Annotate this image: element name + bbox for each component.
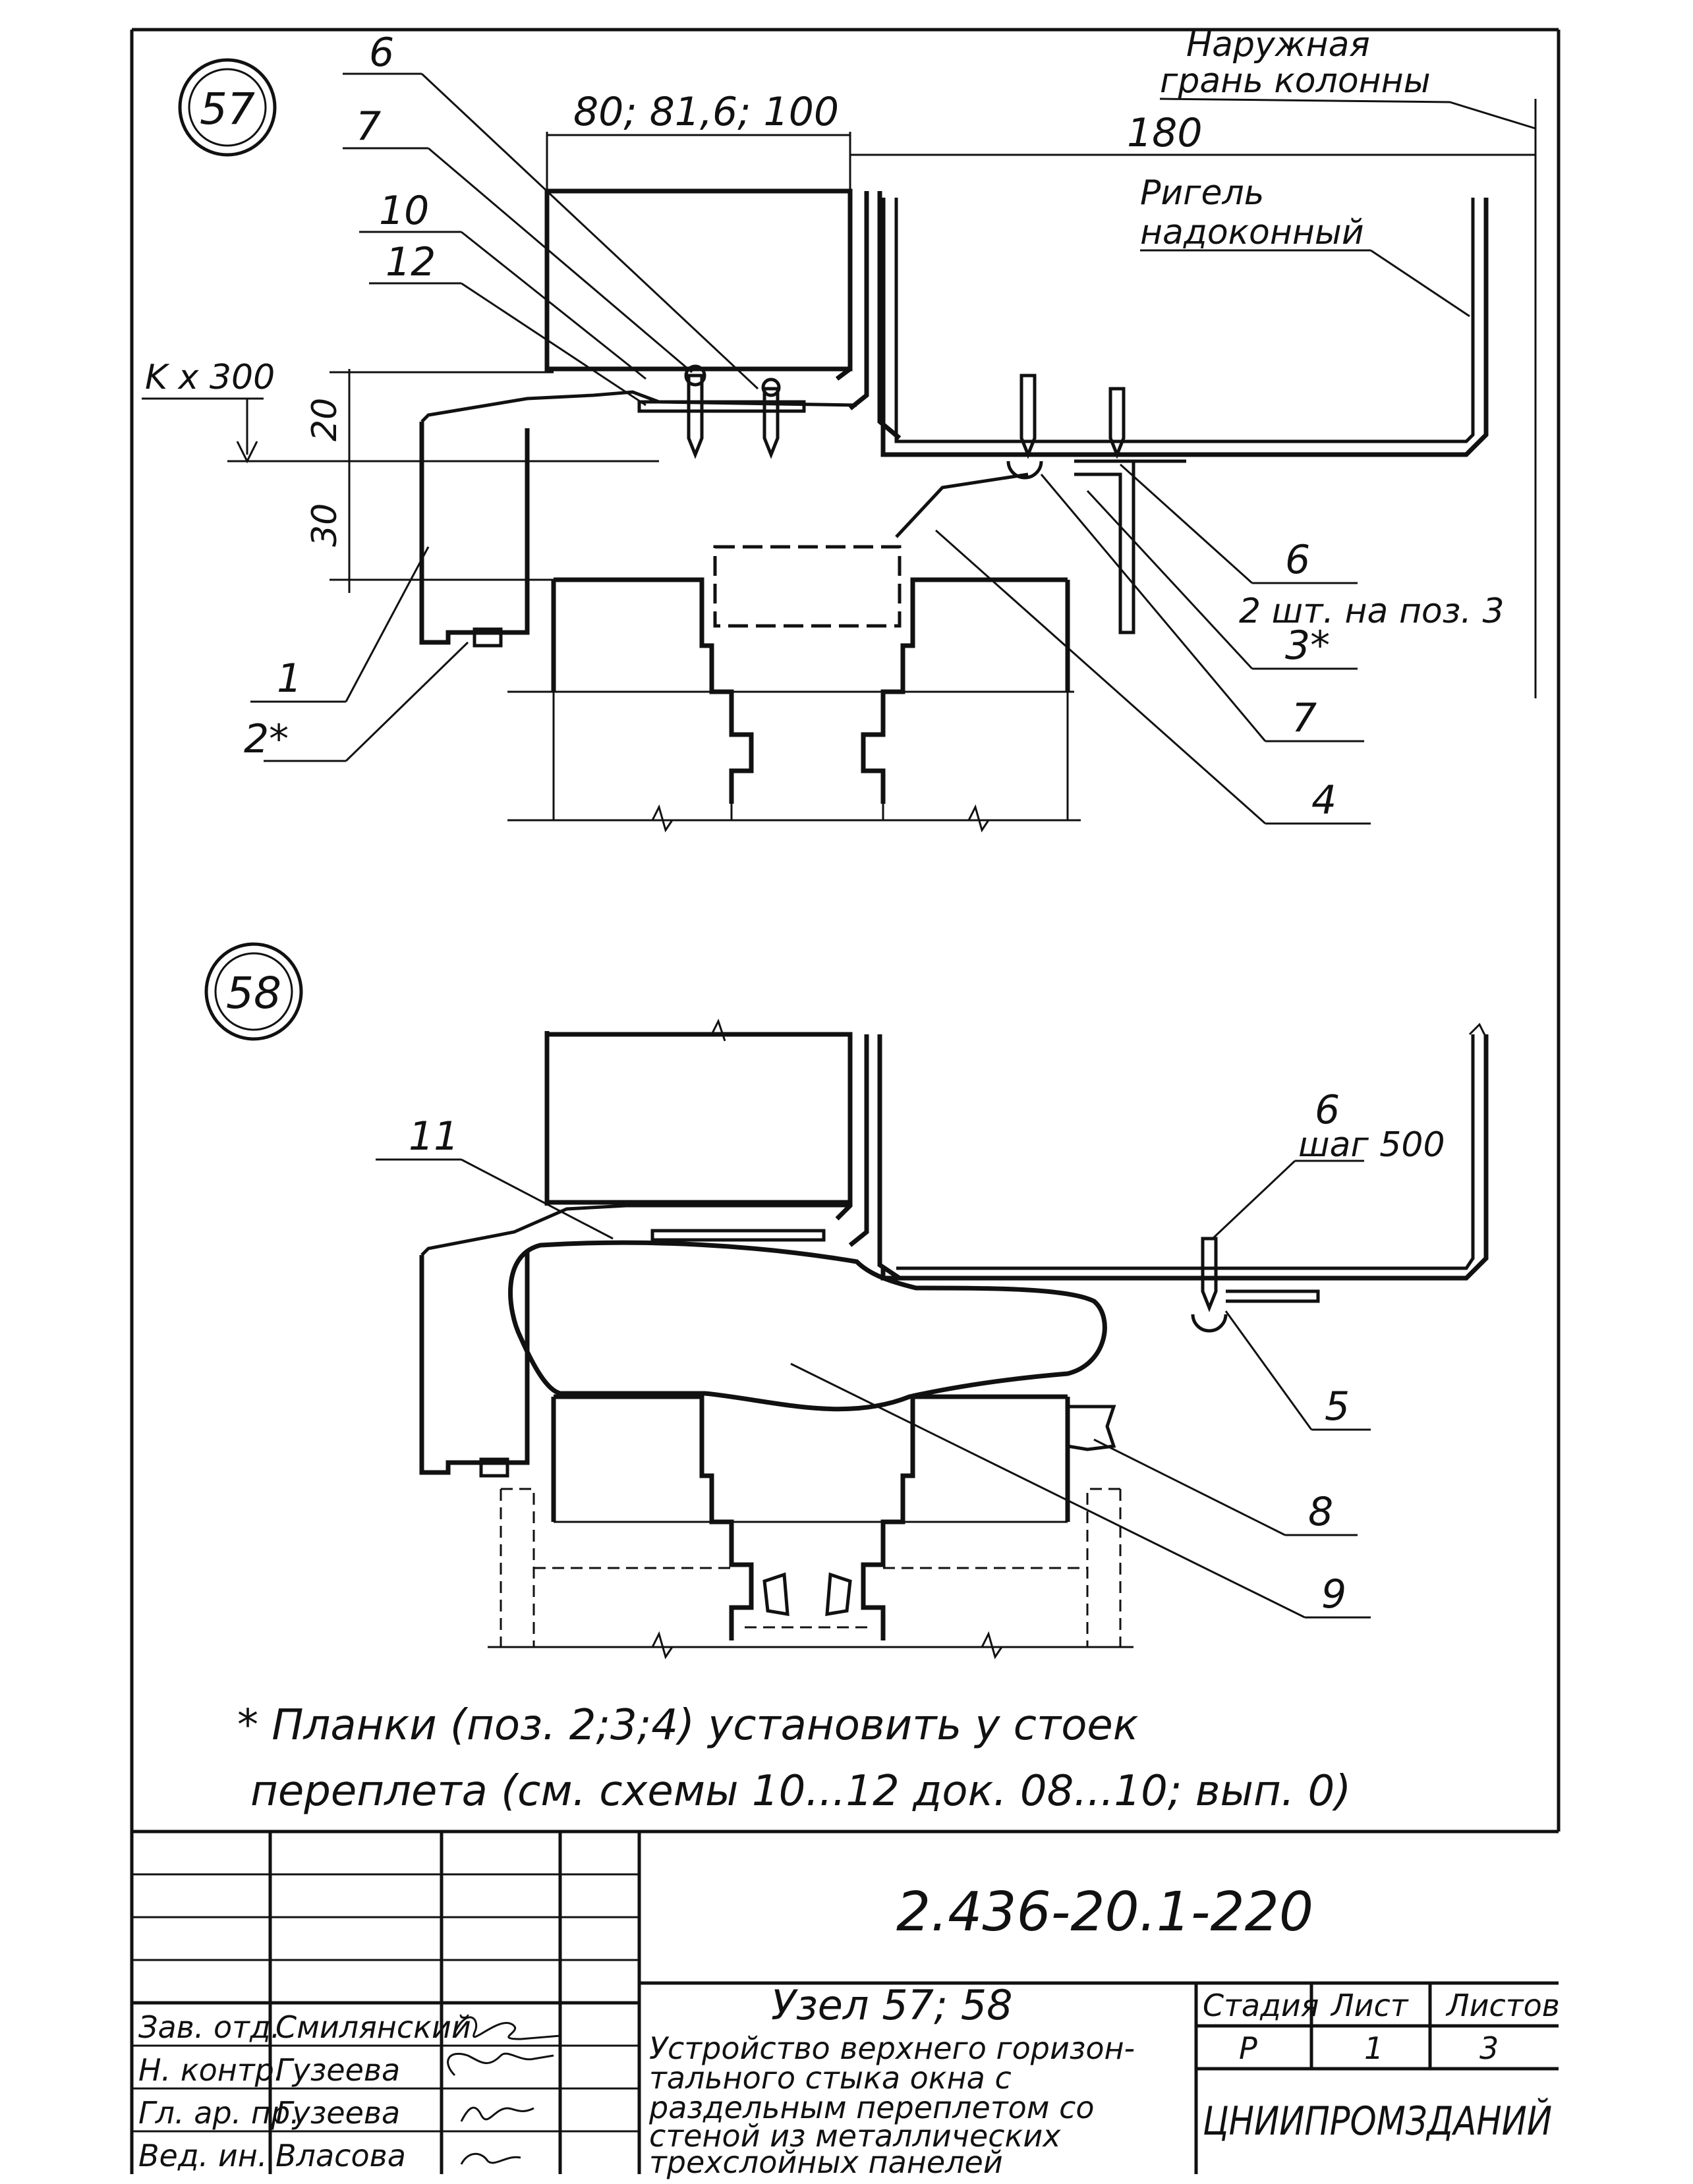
node-57-badge: 57 bbox=[200, 84, 255, 134]
sheets-value: 3 bbox=[1479, 2030, 1499, 2066]
leaders-57-right bbox=[935, 463, 1371, 825]
signer-name-4: Власова bbox=[275, 2138, 406, 2173]
label-pos11: 11 bbox=[409, 1113, 459, 1160]
node-58-badge-circle bbox=[204, 942, 303, 1041]
gasket-8 bbox=[1066, 1405, 1116, 1451]
drawing-desc-1: Устройство верхнего горизон- bbox=[649, 2030, 1135, 2066]
riegel-note-line2: надоконный bbox=[1140, 213, 1364, 252]
column-note-line1: Наружная bbox=[1186, 25, 1370, 65]
label-pos6-right: 6 bbox=[1285, 537, 1310, 583]
footnote-line1: * Планки (поз. 2;3;4) установить у стоек bbox=[237, 1701, 1139, 1750]
level-mark: K x 300 bbox=[145, 358, 275, 397]
sheet-frame bbox=[130, 28, 1561, 2174]
frame-profile-58 bbox=[419, 1252, 530, 1475]
label-pos6-top: 6 bbox=[369, 30, 394, 76]
riegel-channel-58 bbox=[880, 1034, 1489, 1281]
signer-role-4: Вед. ин. bbox=[138, 2138, 268, 2173]
dimension-20: 20 bbox=[305, 398, 345, 441]
drawing-desc-2: тального стыка окна с bbox=[649, 2060, 1012, 2096]
frame-profile-57 bbox=[419, 422, 530, 645]
sash-left-58 bbox=[554, 1394, 754, 1640]
sash-block-dashed bbox=[713, 545, 902, 628]
drawing-desc-4: стеной из металлических bbox=[649, 2118, 1061, 2154]
label-pos12: 12 bbox=[386, 239, 436, 285]
handwritten-signatures bbox=[447, 2016, 561, 2165]
node-57-badge-circle bbox=[178, 58, 277, 157]
signer-name-1: Смилянский bbox=[275, 2009, 471, 2045]
footnote-line2: переплета (см. схемы 10...12 док. 08...1… bbox=[250, 1767, 1351, 1816]
label-pos9: 9 bbox=[1321, 1571, 1346, 1617]
insulation-panel-58 bbox=[544, 1032, 853, 1205]
dimension-80-100: 80; 81,6; 100 bbox=[573, 89, 839, 135]
screw-group-57 bbox=[684, 364, 1126, 480]
signer-role-3: Гл. ар. пр. bbox=[138, 2095, 300, 2131]
riegel-note-line1: Ригель bbox=[1140, 173, 1264, 213]
stage-header: Стадия bbox=[1203, 1988, 1319, 2023]
drawing-title: Узел 57; 58 bbox=[771, 1981, 1013, 2029]
node-58-badge: 58 bbox=[226, 968, 281, 1019]
label-pos6-58-note: шаг 500 bbox=[1298, 1125, 1445, 1165]
label-pos5: 5 bbox=[1325, 1384, 1350, 1430]
label-pos6-58: 6 bbox=[1315, 1087, 1340, 1133]
label-pos4: 4 bbox=[1311, 777, 1336, 824]
sash-right-58 bbox=[861, 1394, 1068, 1640]
document-code: 2.436-20.1-220 bbox=[896, 1881, 1313, 1944]
dimension-30: 30 bbox=[305, 503, 345, 547]
node-58-drawing: 58 bbox=[204, 942, 1489, 1660]
label-pos10: 10 bbox=[379, 188, 429, 234]
signer-name-2: Гузеева bbox=[275, 2052, 400, 2088]
signer-role-1: Зав. отд. bbox=[138, 2009, 280, 2045]
signer-role-2: Н. контр. bbox=[138, 2052, 283, 2088]
stage-value: Р bbox=[1239, 2030, 1257, 2066]
title-block: Зав. отд. Смилянский Н. контр. Гузеева Г… bbox=[132, 1830, 1560, 2180]
label-pos7-top: 7 bbox=[356, 103, 381, 150]
sheet-value: 1 bbox=[1364, 2030, 1383, 2066]
riegel-channel bbox=[880, 198, 1489, 457]
dimension-180: 180 bbox=[1127, 110, 1203, 156]
label-pos2: 2* bbox=[244, 716, 289, 762]
drawing-desc-3: раздельным переплетом со bbox=[648, 2090, 1095, 2125]
sheets-header: Листов bbox=[1445, 1988, 1560, 2023]
column-note-line2: грань колонны bbox=[1160, 61, 1431, 101]
label-pos8: 8 bbox=[1308, 1489, 1333, 1535]
label-pos3: 3* bbox=[1285, 623, 1330, 669]
organization: ЦНИИПРОМЗДАНИЙ bbox=[1203, 2098, 1552, 2144]
node-57-drawing: 57 80; 81,6; 100 180 Наружная грань коло… bbox=[142, 25, 1537, 833]
label-pos7-right: 7 bbox=[1292, 695, 1317, 741]
drawing-desc-5: трехслойных панелей bbox=[649, 2144, 1003, 2180]
sheet-header: Лист bbox=[1330, 1988, 1409, 2023]
signer-name-3: Гузеева bbox=[275, 2095, 400, 2131]
leaders-57-left bbox=[250, 72, 759, 762]
label-pos1: 1 bbox=[277, 656, 302, 702]
label-pos6-note: 2 шт. на поз. 3 bbox=[1239, 592, 1505, 631]
foam-seal-9 bbox=[508, 1240, 1107, 1412]
insulation-panel-57 bbox=[544, 188, 853, 372]
